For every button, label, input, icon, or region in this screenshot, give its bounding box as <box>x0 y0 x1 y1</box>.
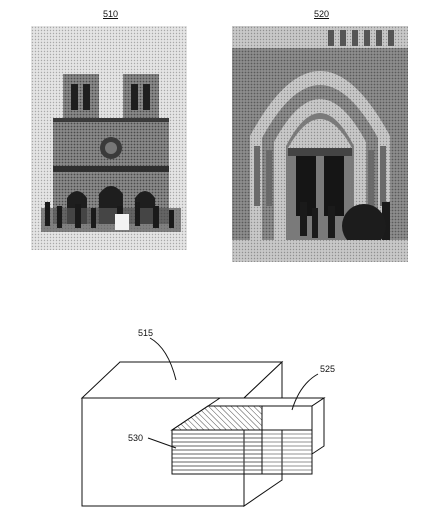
label-525: 525 <box>320 364 335 374</box>
figure-label-520: 520 <box>314 9 330 19</box>
leader-line-515 <box>149 337 177 381</box>
cathedral-portal-image <box>232 26 408 262</box>
layered-region <box>171 429 263 475</box>
label-530: 530 <box>128 433 143 443</box>
volume-diagram: 515 525 530 <box>80 328 335 507</box>
label-515: 515 <box>138 328 153 338</box>
leader-line-525 <box>291 373 319 411</box>
leader-line-530 <box>147 437 177 449</box>
cathedral-facade-image <box>31 26 187 250</box>
figure-label-510: 510 <box>103 9 119 19</box>
